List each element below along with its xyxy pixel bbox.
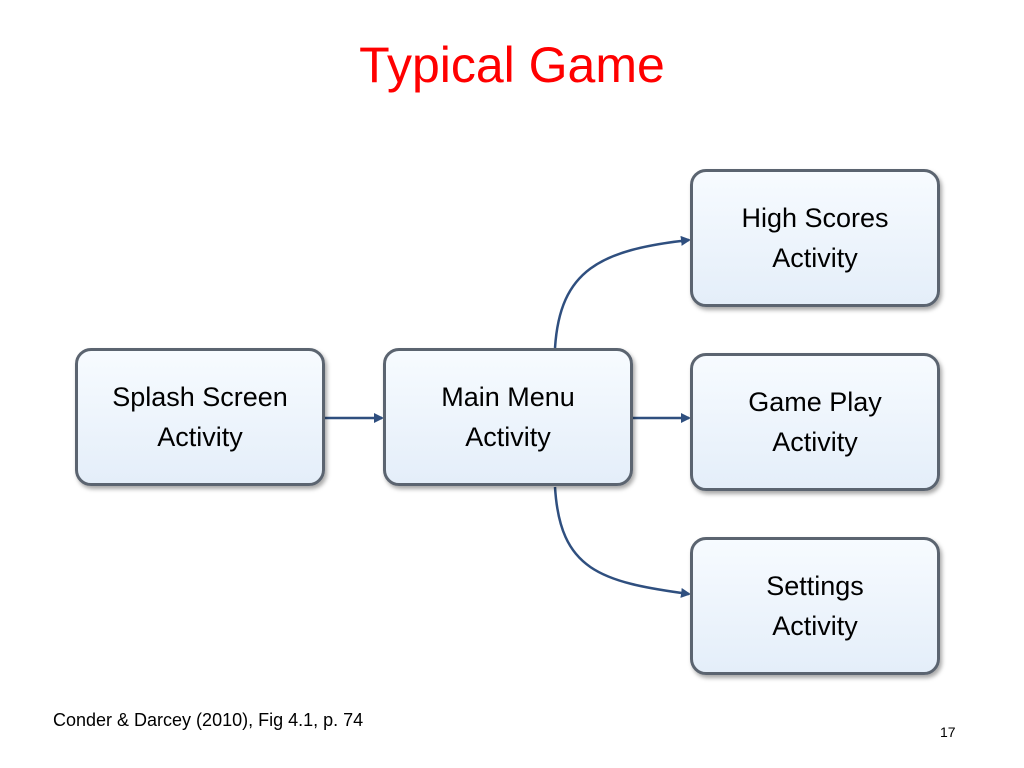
node-label: Main Menu Activity xyxy=(441,382,575,452)
citation: Conder & Darcey (2010), Fig 4.1, p. 74 xyxy=(53,710,364,730)
node-label: Settings Activity xyxy=(766,571,864,641)
node-main-menu-activity: Main Menu Activity xyxy=(383,348,633,486)
node-settings-activity: Settings Activity xyxy=(690,537,940,675)
node-label: High Scores Activity xyxy=(741,203,889,273)
edge-mainmenu-to-settings xyxy=(553,486,691,598)
node-game-play-activity: Game Play Activity xyxy=(690,353,940,491)
node-label: Splash Screen Activity xyxy=(112,382,288,452)
edge-mainmenu-to-highscores xyxy=(553,235,691,349)
slide-title: Typical Game xyxy=(359,37,665,93)
node-label: Game Play Activity xyxy=(748,387,882,457)
node-splash-screen-activity: Splash Screen Activity xyxy=(75,348,325,486)
node-high-scores-activity: High Scores Activity xyxy=(690,169,940,307)
page-number: 17 xyxy=(940,724,956,740)
